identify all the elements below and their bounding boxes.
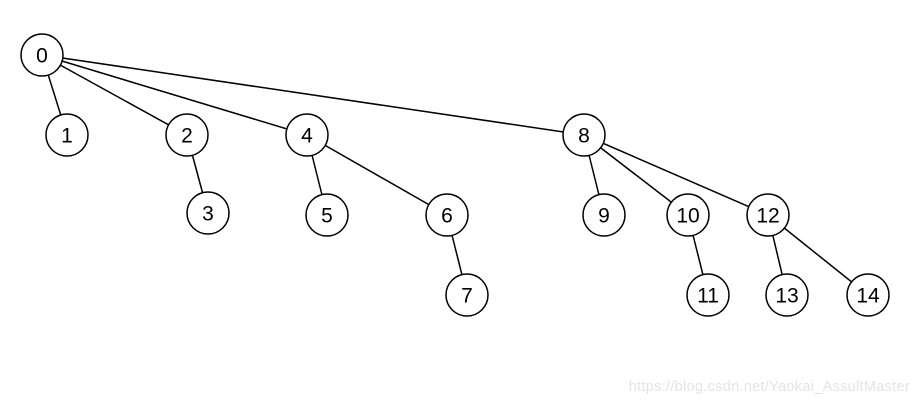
node-circle-14 [846,273,890,317]
node-label-5: 5 [321,204,333,227]
node-label-2: 2 [181,124,193,147]
node-label-1: 1 [61,124,73,147]
node-circle-3 [186,191,230,235]
tree-node-6: 6 [425,193,469,237]
node-circle-4 [285,113,329,157]
node-circle-2 [165,113,209,157]
node-circle-9 [582,193,626,237]
tree-edge-0-8 [41,54,585,136]
node-circle-0 [20,33,64,77]
tree-node-5: 5 [305,193,349,237]
tree-node-9: 9 [582,193,626,237]
node-circle-5 [305,193,349,237]
node-label-3: 3 [202,202,214,225]
watermark: https://blog.csdn.net/Yaokai_AssultMaste… [628,379,910,395]
tree-node-3: 3 [186,191,230,235]
tree-node-0: 0 [20,33,64,77]
node-label-10: 10 [676,204,699,227]
node-label-14: 14 [856,284,880,307]
tree-edge-0-2 [41,54,188,136]
node-label-8: 8 [578,124,590,147]
tree-node-7: 7 [445,273,489,317]
tree-edge-8-12 [583,134,769,216]
node-label-13: 13 [775,284,798,307]
node-circle-6 [425,193,469,237]
node-circle-1 [45,113,89,157]
tree-node-1: 1 [45,113,89,157]
node-label-12: 12 [756,204,779,227]
tree-node-4: 4 [285,113,329,157]
node-label-11: 11 [697,284,719,307]
tree-node-11: 11 [686,273,730,317]
tree-edge-8-10 [583,134,689,216]
node-circle-12 [746,193,790,237]
node-label-0: 0 [36,44,48,67]
node-label-6: 6 [441,204,453,227]
node-circle-7 [445,273,489,317]
node-circle-10 [666,193,710,237]
tree-node-13: 13 [765,273,809,317]
tree-node-10: 10 [666,193,710,237]
tree-node-8: 8 [562,113,606,157]
node-label-4: 4 [301,124,313,147]
tree-node-12: 12 [746,193,790,237]
node-label-9: 9 [598,204,610,227]
node-label-7: 7 [461,284,473,307]
tree-edge-0-4 [41,54,308,136]
node-circle-8 [562,113,606,157]
tree-edge-4-6 [306,134,448,216]
node-circle-13 [765,273,809,317]
node-circle-11 [686,273,730,317]
tree-node-14: 14 [846,273,890,317]
tree-node-2: 2 [165,113,209,157]
